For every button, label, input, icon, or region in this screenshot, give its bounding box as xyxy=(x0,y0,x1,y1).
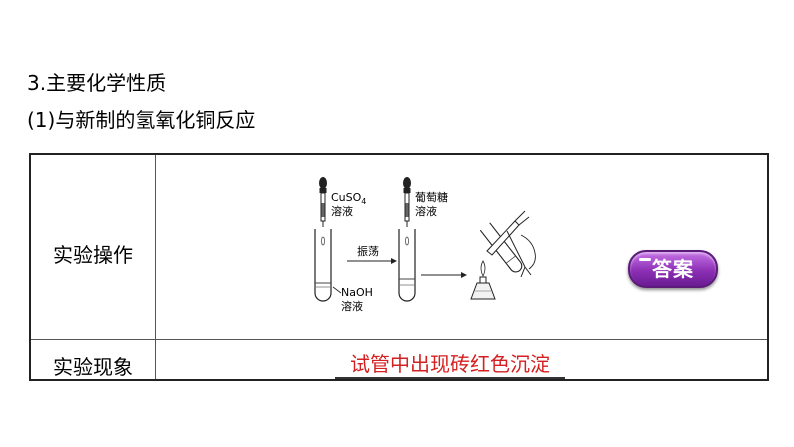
reagent2-word: 溶液 xyxy=(415,204,437,218)
row-label-phenomenon: 实验现象 xyxy=(53,355,133,379)
dropper-1 xyxy=(319,177,327,227)
experiment-diagram: CuSO4 溶液 葡萄糖 溶液 NaOH 溶液 振荡 xyxy=(314,177,536,313)
button-highlight-mark xyxy=(639,258,651,261)
answer-button[interactable]: 答案 xyxy=(628,250,718,288)
base-label: NaOH xyxy=(341,286,373,299)
phenomenon-text: 试管中出现砖红色沉淀 xyxy=(350,352,550,376)
answer-button-label: 答案 xyxy=(652,257,694,281)
phenomenon-underline xyxy=(335,377,565,379)
base-word: 溶液 xyxy=(341,299,363,313)
reagent1-label: CuSO4 xyxy=(331,191,366,206)
shake-label: 振荡 xyxy=(357,244,379,258)
test-tube-1 xyxy=(314,229,332,302)
heating-setup xyxy=(470,210,536,300)
row-label-operation: 实验操作 xyxy=(53,243,133,267)
section-heading: 3.主要化学性质 xyxy=(27,71,167,95)
reagent1-word: 溶液 xyxy=(331,204,353,218)
arrow-1 xyxy=(347,258,397,264)
subsection-heading: (1)与新制的氢氧化铜反应 xyxy=(27,108,256,132)
experiment-table: 实验操作 实验现象 CuSO4 溶液 葡萄糖 溶液 xyxy=(29,153,769,381)
table-column-divider xyxy=(155,155,156,379)
test-tube-2 xyxy=(398,229,416,302)
reagent2-label: 葡萄糖 xyxy=(415,190,448,204)
dropper-2 xyxy=(403,177,411,227)
table-row-divider xyxy=(31,339,767,340)
arrow-2 xyxy=(421,272,467,278)
